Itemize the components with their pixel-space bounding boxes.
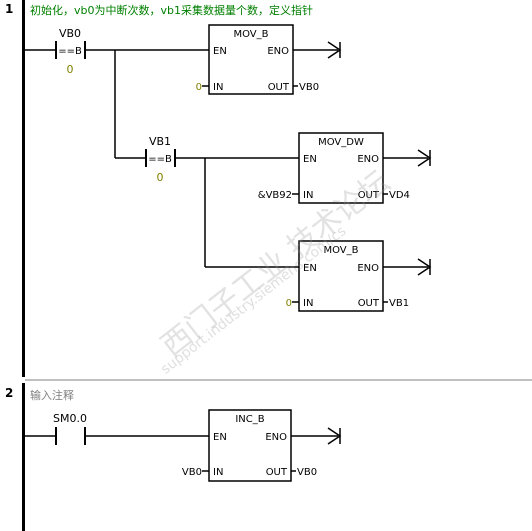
box-en-label: EN — [213, 432, 227, 443]
box-in-value[interactable]: 0 — [286, 298, 292, 309]
box-title: INC_B — [235, 414, 264, 425]
box-eno-label: ENO — [265, 432, 287, 443]
box-eno-label: ENO — [357, 263, 379, 274]
box-in-value[interactable]: 0 — [196, 82, 202, 93]
function-box-mov-b-1[interactable]: MOV_B EN ENO IN OUT — [208, 24, 294, 95]
box-out-label: OUT — [358, 190, 380, 201]
function-box-mov-b-2[interactable]: MOV_B EN ENO IN OUT — [298, 240, 384, 312]
box-in-label: IN — [303, 190, 313, 201]
network-2-comment[interactable]: 输入注释 — [30, 389, 74, 402]
function-box-inc-b[interactable]: INC_B EN ENO IN OUT — [208, 409, 292, 482]
box-out-value[interactable]: VB0 — [299, 82, 319, 93]
box-title: MOV_B — [233, 29, 268, 40]
box-in-value[interactable]: VB0 — [182, 467, 202, 478]
contact-operand: SM0.0 — [53, 412, 87, 425]
box-en-label: EN — [303, 154, 317, 165]
box-out-value[interactable]: VB0 — [297, 467, 317, 478]
contact-operand: VB0 — [59, 27, 81, 40]
box-in-label: IN — [303, 298, 313, 309]
contact-param: 0 — [67, 63, 74, 76]
box-in-label: IN — [213, 82, 223, 93]
contact-compare-op: ==B — [58, 46, 82, 57]
contact-sm0-0[interactable]: SM0.0 — [25, 412, 87, 445]
box-in-value[interactable]: &VB92 — [258, 190, 292, 201]
network-2-number: 2 — [5, 386, 14, 400]
box-in-label: IN — [213, 467, 223, 478]
function-box-mov-dw[interactable]: MOV_DW EN ENO IN OUT — [298, 132, 384, 204]
power-rail-network-2 — [22, 383, 25, 531]
compare-contact-vb0[interactable]: VB0 ==B 0 — [25, 27, 86, 76]
box-en-label: EN — [303, 263, 317, 274]
contact-compare-op: ==B — [148, 154, 172, 165]
box-en-label: EN — [213, 46, 227, 57]
network-1-comment[interactable]: 初始化，vb0为中断次数，vb1采集数据量个数，定义指针 — [30, 4, 313, 17]
box-eno-label: ENO — [357, 154, 379, 165]
contact-operand: VB1 — [149, 135, 171, 148]
box-title: MOV_DW — [318, 137, 364, 148]
contact-param: 0 — [157, 171, 164, 184]
box-title: MOV_B — [323, 245, 358, 256]
box-out-label: OUT — [268, 82, 290, 93]
coil-arrow-icon — [417, 258, 432, 276]
power-rail-network-1 — [22, 0, 25, 377]
box-out-label: OUT — [358, 298, 380, 309]
network-1-number: 1 — [5, 2, 14, 16]
box-out-value[interactable]: VB1 — [389, 298, 409, 309]
coil-arrow-icon — [327, 427, 342, 445]
coil-arrow-icon — [417, 149, 432, 167]
compare-contact-vb1[interactable]: VB1 ==B 0 — [145, 135, 176, 184]
box-out-value[interactable]: VD4 — [389, 190, 410, 201]
box-eno-label: ENO — [267, 46, 289, 57]
coil-arrow-icon — [327, 41, 342, 59]
box-out-label: OUT — [266, 467, 288, 478]
